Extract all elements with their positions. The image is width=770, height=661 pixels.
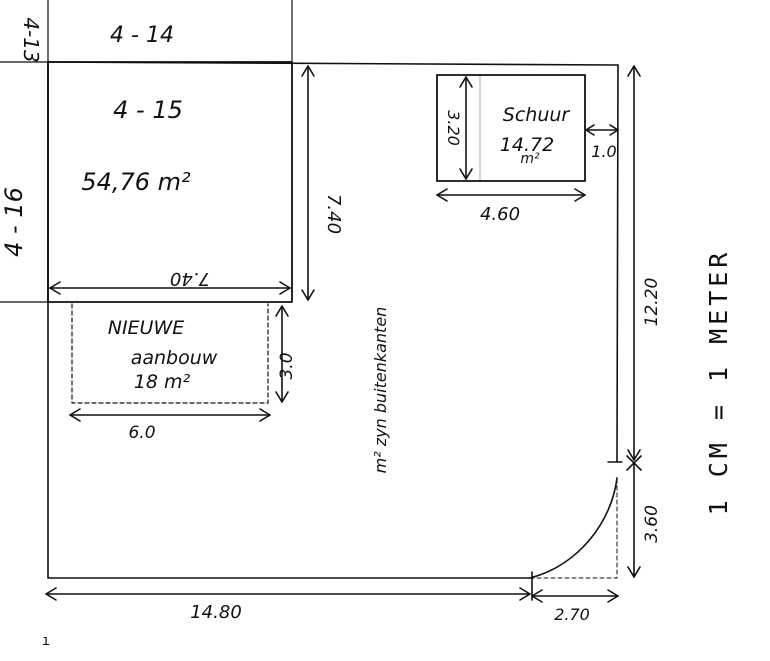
plot-4-13-label: 4-13 — [19, 17, 43, 62]
right-side-dimension: 12.20 — [642, 278, 662, 327]
corner-width-dimension: 2.70 — [554, 605, 590, 624]
corner-depth-dimension: 3.60 — [642, 505, 662, 543]
plot-4-14-label: 4 - 14 — [110, 23, 174, 48]
plot-4-15-label: 4 - 15 — [113, 96, 183, 124]
extension-outline — [71, 303, 269, 404]
shed-outline — [436, 74, 586, 182]
shed-title: Schuur — [503, 104, 571, 126]
shed-offset-dimension: 1.0 — [591, 142, 616, 161]
total-width-dimension: 14.80 — [190, 602, 242, 623]
corner-arc — [529, 477, 618, 579]
dimension-lines — [45, 65, 642, 603]
extension-depth-dimension: 3.0 — [277, 352, 297, 379]
extension-subtitle: aanbouw — [131, 347, 218, 369]
scale-note: 1 CM = 1 METER — [704, 249, 733, 516]
shed-width-dimension: 4.60 — [480, 204, 520, 225]
plot-4-16-label: 4 - 16 — [0, 187, 28, 257]
house-width-dimension: 7.40 — [170, 268, 210, 289]
shed-area-value: 14.72 — [500, 134, 554, 156]
extension-area-label: 18 m² — [134, 371, 191, 393]
house-outline — [47, 61, 293, 303]
shed-area-unit: m² — [520, 151, 540, 167]
house-depth-dimension: 7.40 — [323, 194, 344, 234]
stray-mark: ı — [42, 633, 50, 649]
extension-title: NIEUWE — [108, 317, 185, 339]
shed-depth-dimension: 3.20 — [444, 110, 463, 146]
house-area-label: 54,76 m² — [81, 168, 191, 196]
outer-edges-note: m² zyn buitenkanten — [371, 307, 390, 474]
neighbour-plot-boundaries — [0, 0, 293, 303]
extension-width-dimension: 6.0 — [128, 423, 155, 443]
